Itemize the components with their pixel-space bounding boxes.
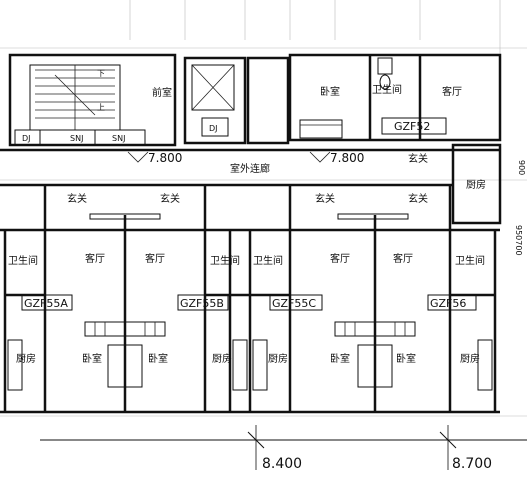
unit-code-gzf55a: GZF55A <box>24 297 68 310</box>
bedroom-label-top: 卧室 <box>320 85 340 98</box>
entrance-label-1: 玄关 <box>67 192 87 205</box>
bathroom-label-3: 卫生间 <box>253 254 283 267</box>
elevator-core: DJ <box>183 56 290 145</box>
dj-shaft-1: DJ <box>22 134 31 143</box>
stair-up: 上 <box>97 103 105 112</box>
lower-units-walls <box>0 183 500 414</box>
kitchen-label-top-right: 厨房 <box>466 178 486 191</box>
dj-shaft-2: DJ <box>209 124 218 133</box>
bathroom-label-2: 卫生间 <box>210 254 240 267</box>
living-room-label-1: 客厅 <box>85 252 105 265</box>
bedroom-label-4: 卧室 <box>396 352 416 365</box>
unit-gzf52: 卧室 卫生间 客厅 GZF52 <box>288 53 502 142</box>
edge-text-bottom: 950700 <box>514 225 523 256</box>
axis-grid <box>0 0 527 417</box>
living-room-label-top: 客厅 <box>442 85 462 98</box>
stair-down: 下 <box>97 69 105 78</box>
kitchen-label-1: 厨房 <box>16 352 36 365</box>
bathroom-label-4: 卫生间 <box>455 254 485 267</box>
unit-code-gzf52: GZF52 <box>394 120 430 133</box>
kitchen-label-3: 厨房 <box>268 352 288 365</box>
snj-shaft-2: SNJ <box>112 134 125 143</box>
unit-code-gzf55b: GZF55B <box>180 297 224 310</box>
bedroom-label-1: 卧室 <box>82 352 102 365</box>
living-room-label-2: 客厅 <box>145 252 165 265</box>
stair-core: 下 上 前室 DJ SNJ SNJ <box>8 53 177 147</box>
bathroom-label-top: 卫生间 <box>372 83 402 96</box>
unit-code-gzf55c: GZF55C <box>272 297 316 310</box>
living-room-label-3: 客厅 <box>330 252 350 265</box>
entrance-label-4: 玄关 <box>408 192 428 205</box>
living-room-label-4: 客厅 <box>393 252 413 265</box>
kitchen-label-2: 厨房 <box>212 352 232 365</box>
outdoor-corridor-label: 室外连廊 <box>230 162 270 175</box>
edge-text-top: 900 <box>517 160 526 175</box>
dimension-line: 8.400 8.700 <box>40 425 527 472</box>
entrance-label-top-right: 玄关 <box>408 152 428 165</box>
kitchen-label-4: 厨房 <box>460 352 480 365</box>
snj-shaft-1: SNJ <box>70 134 83 143</box>
bedroom-label-3: 卧室 <box>330 352 350 365</box>
entrance-label-3: 玄关 <box>315 192 335 205</box>
elevation-left: 7.800 <box>148 151 182 165</box>
dimension-span-1: 8.400 <box>262 456 302 472</box>
bathroom-label-1: 卫生间 <box>8 254 38 267</box>
entrance-label-2: 玄关 <box>160 192 180 205</box>
furniture <box>7 321 493 391</box>
front-room-label: 前室 <box>152 86 172 99</box>
unit-code-gzf56: GZF56 <box>430 297 466 310</box>
dimension-span-2: 8.700 <box>452 456 492 472</box>
bedroom-label-2: 卧室 <box>148 352 168 365</box>
elevation-right: 7.800 <box>330 151 364 165</box>
lower-labels: 玄关 玄关 玄关 玄关 卫生间 客厅 客厅 卫生间 卫生间 客厅 客厅 卫生间 … <box>8 192 485 365</box>
